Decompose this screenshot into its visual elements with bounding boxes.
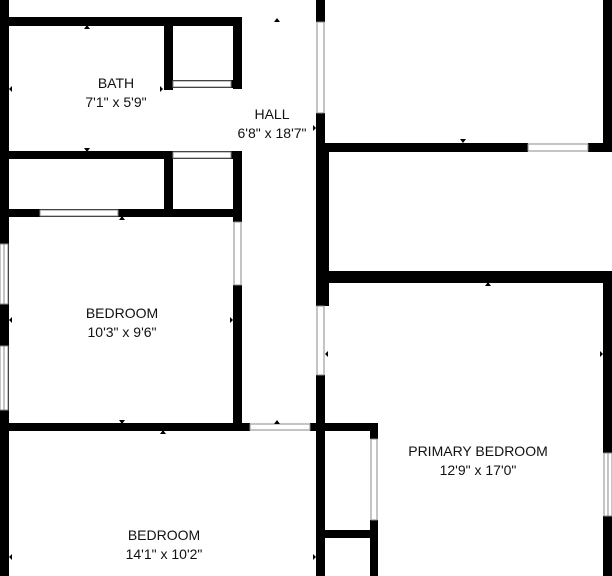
marker: [119, 216, 125, 220]
wall: [603, 0, 612, 152]
room-name-bath: BATH: [98, 75, 134, 91]
wall: [0, 423, 250, 431]
wall: [0, 151, 242, 159]
wall: [233, 151, 242, 222]
wall: [310, 423, 378, 431]
room-name-bedroom-2: BEDROOM: [128, 527, 200, 543]
window: [172, 80, 232, 88]
window: [316, 305, 325, 376]
room-dims-bedroom-1: 10'3" x 9'6": [88, 324, 157, 340]
window: [249, 423, 311, 431]
wall: [316, 375, 325, 576]
marker: [9, 86, 12, 92]
marker: [9, 554, 12, 560]
room-dims-hall: 6'8" x 18'7": [238, 125, 307, 141]
wall: [603, 283, 612, 453]
wall: [588, 143, 612, 152]
wall: [316, 113, 325, 143]
wall: [316, 143, 329, 306]
marker: [119, 420, 125, 424]
room-name-hall: HALL: [254, 106, 289, 122]
marker: [600, 351, 603, 357]
wall: [0, 209, 242, 217]
window: [527, 143, 589, 152]
marker: [485, 282, 491, 286]
window: [39, 209, 119, 217]
marker: [9, 317, 12, 323]
marker: [160, 86, 163, 92]
room-dims-bedroom-2: 14'1" x 10'2": [126, 546, 203, 562]
marker: [460, 139, 466, 143]
window-panes: [3, 244, 609, 516]
window: [370, 438, 378, 521]
marker: [274, 18, 280, 22]
marker: [313, 554, 316, 560]
window: [316, 21, 325, 114]
window: [172, 151, 232, 159]
marker: [313, 125, 316, 131]
window: [233, 221, 242, 286]
marker: [274, 420, 280, 424]
wall: [316, 530, 378, 538]
marker: [230, 317, 233, 323]
room-labels: BATH 7'1" x 5'9" HALL 6'8" x 18'7" BEDRO…: [85, 75, 547, 562]
room-name-bedroom-1: BEDROOM: [86, 305, 158, 321]
wall: [164, 151, 173, 211]
markers: [9, 18, 603, 560]
wall: [370, 423, 378, 439]
wall: [233, 285, 242, 431]
marker: [160, 430, 166, 434]
room-dims-bath: 7'1" x 5'9": [85, 94, 146, 110]
wall: [316, 143, 528, 152]
marker: [84, 148, 90, 152]
room-name-primary-bedroom: PRIMARY BEDROOM: [408, 443, 548, 459]
room-dims-primary-bedroom: 12'9" x 17'0": [440, 462, 517, 478]
wall: [370, 520, 378, 576]
wall: [316, 271, 612, 283]
wall: [603, 516, 612, 576]
wall: [164, 22, 173, 90]
wall: [0, 17, 242, 26]
wall: [316, 0, 325, 22]
wall: [233, 17, 242, 89]
marker: [84, 25, 90, 29]
marker: [325, 351, 328, 357]
